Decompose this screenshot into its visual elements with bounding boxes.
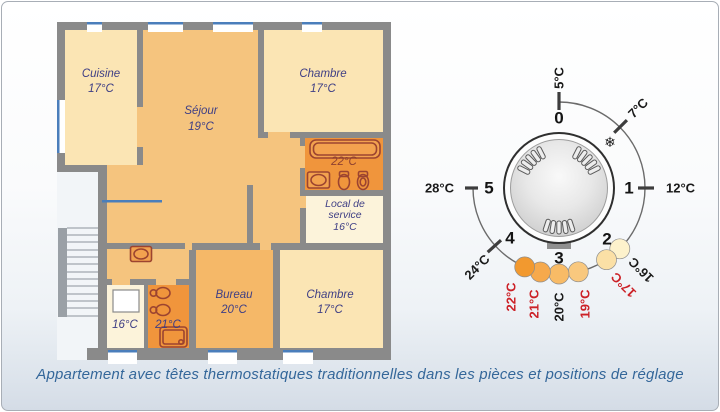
room-cuisine xyxy=(65,30,137,165)
wc-toilet-icon xyxy=(155,286,171,300)
dial-number-2: 2 xyxy=(602,230,611,249)
windows-glass xyxy=(57,22,322,353)
label-24c: 24°C xyxy=(461,251,493,283)
dial-numbers: 0 1 2 3 4 5 xyxy=(484,109,633,268)
salle-de-bains-temp: 22°C xyxy=(330,156,357,168)
floor-plan: Cuisine 17°C Séjour 19°C Chambre 17°C 22… xyxy=(57,22,391,364)
chambre-bas-temp: 17°C xyxy=(317,304,343,316)
sejour-temp: 19°C xyxy=(188,121,214,133)
toilet-icon xyxy=(337,173,351,191)
local-de-service-temp: 16°C xyxy=(333,221,357,233)
dial-ticks xyxy=(465,92,654,254)
caption: Appartement avec têtes thermostatiques t… xyxy=(36,366,684,383)
room-local-de-service xyxy=(306,196,383,243)
room-labels: Cuisine 17°C Séjour 19°C Chambre 17°C 22… xyxy=(82,68,365,331)
dial-number-1: 1 xyxy=(624,179,633,198)
bathtub-inner-icon xyxy=(312,142,378,156)
bath-sink-bowl-icon xyxy=(310,173,327,187)
snowflake-icon: ❄ xyxy=(604,134,616,150)
local-de-service-name-2: service xyxy=(328,209,361,221)
hall-sink-bowl-icon xyxy=(133,248,149,260)
fixtures xyxy=(112,139,381,348)
shower-icon xyxy=(159,326,188,348)
staircase-icon xyxy=(58,227,98,317)
label-22c: 22°C xyxy=(504,282,519,312)
thermostat-dial: 0 1 2 3 4 5 ❄ 5°C 7°C 12°C 16°C 17°C 19°… xyxy=(425,66,696,322)
bidet-tank-icon xyxy=(357,170,369,178)
label-20c: 20°C xyxy=(552,292,567,322)
label-12c: 12°C xyxy=(666,181,696,196)
label-21c: 21°C xyxy=(527,289,542,319)
dial-pointer-tab xyxy=(547,242,571,249)
shower-drain-icon xyxy=(178,338,185,345)
chambre-haut-temp: 17°C xyxy=(310,83,336,95)
label-28c: 28°C xyxy=(425,181,455,196)
dial-number-3: 3 xyxy=(554,249,563,268)
dial-knob xyxy=(503,132,615,244)
dot-22c xyxy=(514,256,536,278)
sejour-name: Séjour xyxy=(184,105,218,117)
dot-17c xyxy=(596,249,617,271)
dot-19c xyxy=(567,261,589,283)
dial-number-4: 4 xyxy=(505,229,515,248)
bidet-bowl-icon xyxy=(359,177,367,187)
toilet-tank-icon xyxy=(338,170,350,178)
label-19c: 19°C xyxy=(578,289,593,319)
wc-bidet-icon xyxy=(155,303,171,317)
label-5c: 5°C xyxy=(552,66,567,88)
room-chambre-haut xyxy=(263,30,383,132)
label-7c: 7°C xyxy=(625,95,651,121)
dial-dots xyxy=(514,238,631,285)
knob-grip-ne xyxy=(572,146,601,175)
shower-inner-icon xyxy=(162,329,185,345)
knob-grip-nw xyxy=(517,146,546,175)
dial-number-0: 0 xyxy=(554,109,563,128)
windows-white xyxy=(57,22,322,364)
bathtub-icon xyxy=(309,139,381,159)
local-de-service-name-1: Local de xyxy=(325,198,365,210)
chambre-bas-name: Chambre xyxy=(306,289,353,301)
bidet-icon xyxy=(356,173,370,191)
room-bureau xyxy=(196,250,273,348)
room-wc xyxy=(148,285,189,348)
wc-temp: 21°C xyxy=(154,319,181,331)
appliance-icon xyxy=(112,289,140,313)
cuisine-temp: 17°C xyxy=(88,83,114,95)
bureau-temp: 20°C xyxy=(220,304,247,316)
cuisine-name: Cuisine xyxy=(82,68,120,80)
dial-number-5: 5 xyxy=(484,179,493,198)
knob-grip-s xyxy=(542,218,576,235)
debarras-temp: 16°C xyxy=(112,319,138,331)
chambre-haut-name: Chambre xyxy=(299,68,346,80)
entry-door-line xyxy=(102,200,162,203)
bureau-name: Bureau xyxy=(215,289,253,301)
room-chambre-bas xyxy=(280,250,383,348)
